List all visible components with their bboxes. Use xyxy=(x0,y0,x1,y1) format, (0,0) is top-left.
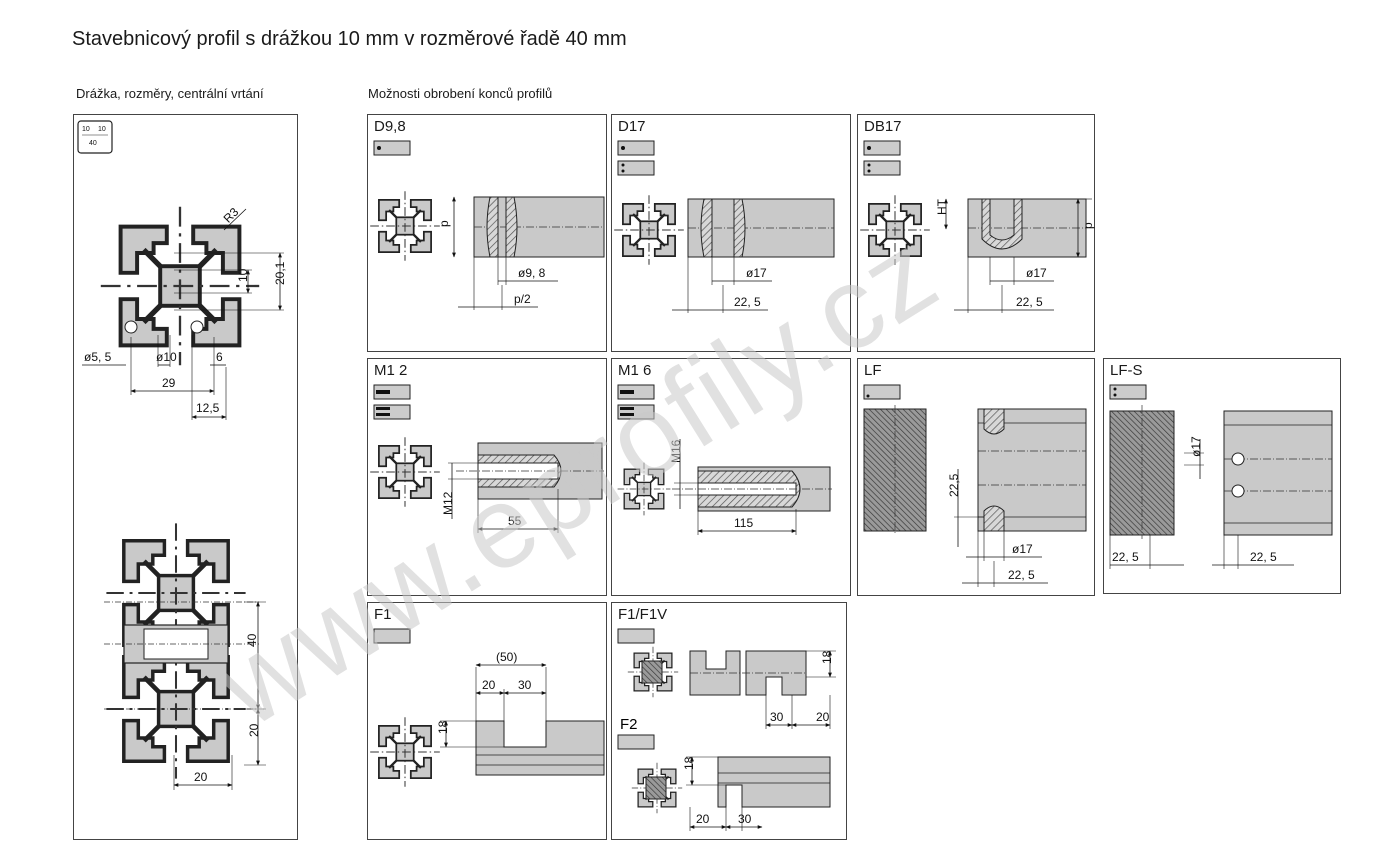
panel-db17-label: DB17 xyxy=(864,118,902,135)
lf-dim-22-5: 22, 5 xyxy=(1008,568,1035,582)
f2-dim-18: 18 xyxy=(682,756,696,770)
dim-d10: ø10 xyxy=(156,350,177,364)
panel-lf-s-drawing: ø17 22, 5 22, 5 xyxy=(1109,384,1333,569)
page-title: Stavebnicový profil s drážkou 10 mm v ro… xyxy=(72,28,627,50)
dim-20-vertical: 20 xyxy=(247,723,261,737)
panel-f1-f1v: F1/F1V 18 30 20 F2 18 20 30 xyxy=(611,602,847,840)
panel-d17-drawing: ø17 22, 5 xyxy=(613,140,835,313)
db17-dim-22-5: 22, 5 xyxy=(1016,295,1043,309)
f1-dim-20: 20 xyxy=(482,678,496,692)
panel-m16-label: M1 6 xyxy=(618,362,652,379)
dim-29: 29 xyxy=(162,376,176,390)
dim-10: 10 xyxy=(236,268,250,282)
profile-dimension-drawing: 10 10 40 R3 20,1 10 ø5, 5 ø10 6 29 xyxy=(77,120,287,790)
lf-s-dim-d17: ø17 xyxy=(1189,436,1203,457)
panel-m12-drawing: M12 55 xyxy=(369,384,604,533)
f2-dim-20: 20 xyxy=(696,812,710,826)
panel-d9-8-label: D9,8 xyxy=(374,118,406,135)
dim-20-horizontal: 20 xyxy=(194,770,208,784)
lf-s-dim-22-5-left: 22, 5 xyxy=(1112,550,1139,564)
d98-dim-p2: p/2 xyxy=(514,292,531,306)
lf-dim-d17: ø17 xyxy=(1012,542,1033,556)
panel-m16: M1 6 M16 115 xyxy=(611,358,851,596)
db17-dim-ht: HT xyxy=(935,198,949,215)
f1v-dim-30: 30 xyxy=(770,710,784,724)
profile-dimensions-panel: 10 10 40 R3 20,1 10 ø5, 5 ø10 6 29 xyxy=(73,114,298,840)
panel-f1-f1v-drawing: 18 30 20 F2 18 20 30 xyxy=(617,628,836,831)
dim-6: 6 xyxy=(216,350,223,364)
f1-dim-50: (50) xyxy=(496,650,517,664)
panel-f1-f1v-label: F1/F1V xyxy=(618,606,668,623)
d98-dim-d9-8: ø9, 8 xyxy=(518,266,546,280)
right-section-heading: Možnosti obrobení konců profilů xyxy=(368,86,553,101)
dim-40: 40 xyxy=(245,633,259,647)
panel-d17-label: D17 xyxy=(618,118,646,135)
lf-dim-22-5-vertical: 22,5 xyxy=(947,473,961,497)
panel-d17: D17 ø17 22, 5 xyxy=(611,114,851,352)
dim-12-5: 12,5 xyxy=(196,401,220,415)
f2-dim-30: 30 xyxy=(738,812,752,826)
f1-dim-30: 30 xyxy=(518,678,532,692)
m12-dim-m12: M12 xyxy=(441,491,455,515)
d98-dim-p: p xyxy=(437,220,451,227)
badge-40: 40 xyxy=(89,140,97,147)
dim-r3: R3 xyxy=(221,205,242,226)
f1v-dim-18-top: 18 xyxy=(820,650,834,664)
panel-f2-label: F2 xyxy=(620,716,638,733)
panel-f1-drawing: (50) 20 30 18 xyxy=(369,628,605,788)
panel-d9-8-drawing: p ø9, 8 p/2 xyxy=(369,140,605,310)
badge-10a: 10 xyxy=(82,126,90,133)
panel-lf-label: LF xyxy=(864,362,882,379)
d17-dim-d17: ø17 xyxy=(746,266,767,280)
lf-s-dim-22-5-right: 22, 5 xyxy=(1250,550,1277,564)
m16-dim-m16: M16 xyxy=(669,439,683,463)
m12-dim-55: 55 xyxy=(508,514,522,528)
panel-lf: LF 22,5 ø17 22, 5 xyxy=(857,358,1095,596)
dim-20-1: 20,1 xyxy=(273,261,287,285)
panel-m12: M1 2 M12 55 xyxy=(367,358,607,596)
panel-lf-s-label: LF-S xyxy=(1110,362,1143,379)
left-section-heading: Drážka, rozměry, centrální vrtání xyxy=(76,86,264,101)
panel-f1-label: F1 xyxy=(374,606,392,623)
m16-dim-115: 115 xyxy=(734,516,753,530)
db17-dim-p: p xyxy=(1081,222,1095,229)
panel-db17: DB17 HT p ø17 22, 5 xyxy=(857,114,1095,352)
panel-m16-drawing: M16 115 xyxy=(616,384,832,535)
f1-dim-18: 18 xyxy=(436,720,450,734)
panel-lf-drawing: 22,5 ø17 22, 5 xyxy=(863,384,1087,587)
panel-lf-s: LF-S ø17 22, 5 22, 5 xyxy=(1103,358,1341,594)
panel-db17-drawing: HT p ø17 22, 5 xyxy=(859,140,1095,313)
panel-f1: F1 (50) 20 30 18 xyxy=(367,602,607,840)
d17-dim-22-5: 22, 5 xyxy=(734,295,761,309)
db17-dim-d17: ø17 xyxy=(1026,266,1047,280)
f1v-dim-20: 20 xyxy=(816,710,830,724)
panel-m12-label: M1 2 xyxy=(374,362,408,379)
panel-d9-8: D9,8 p ø9, 8 p/2 xyxy=(367,114,607,352)
dim-d5-5: ø5, 5 xyxy=(84,350,112,364)
badge-10b: 10 xyxy=(98,126,106,133)
